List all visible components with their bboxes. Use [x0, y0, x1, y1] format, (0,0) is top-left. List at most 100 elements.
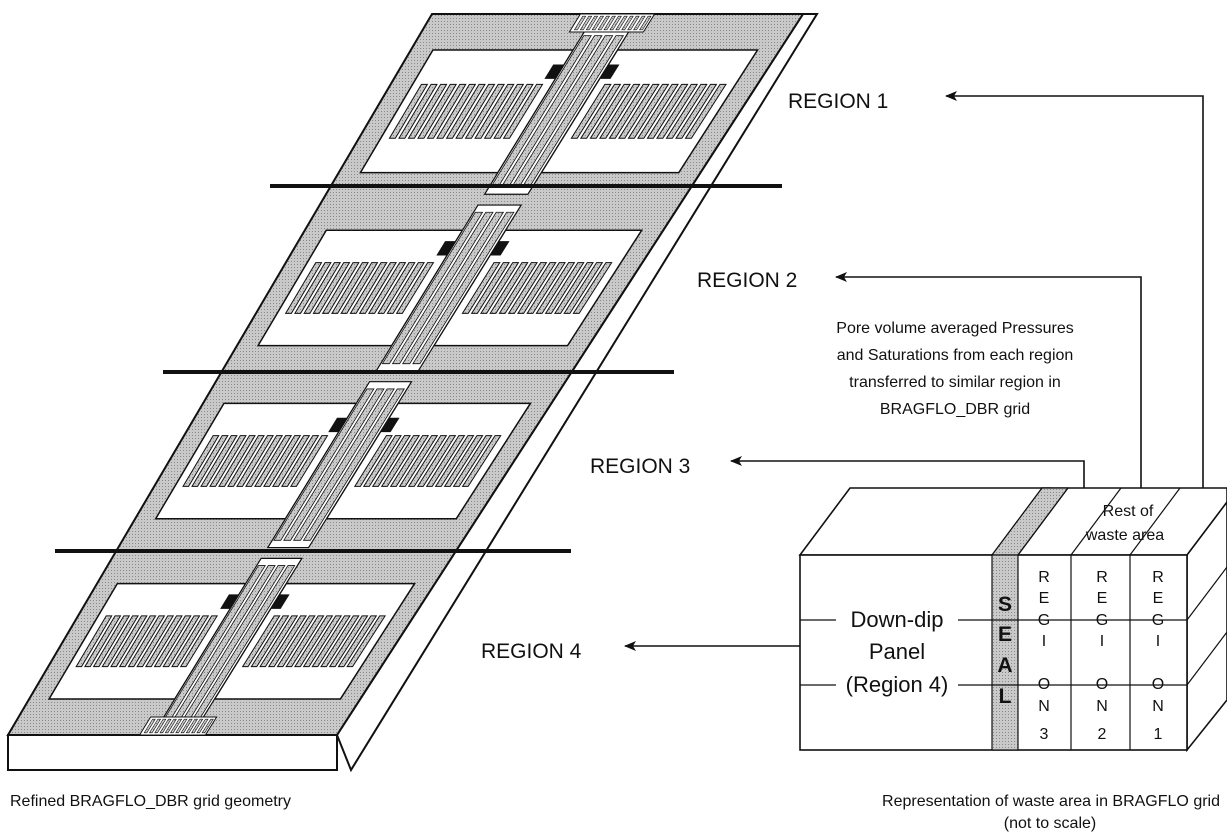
- waste-room: [445, 83, 486, 139]
- waste-room: [92, 615, 131, 668]
- waste-room: [127, 615, 166, 668]
- waste-panel: [539, 49, 759, 174]
- waste-room: [493, 83, 534, 139]
- col2-g: G: [1096, 612, 1108, 629]
- region-4-label: REGION 4: [481, 640, 582, 663]
- waste-room: [380, 435, 421, 487]
- waste-room: [434, 435, 475, 487]
- waste-room: [452, 435, 493, 487]
- waste-room: [209, 435, 247, 487]
- waste-room: [498, 262, 538, 314]
- waste-panel: [213, 582, 416, 700]
- waste-panel: [154, 402, 358, 520]
- waste-room: [675, 83, 718, 139]
- waste-room: [425, 435, 466, 487]
- waste-room: [182, 435, 220, 487]
- top-divider-2: [1070, 487, 1122, 556]
- waste-room: [259, 615, 299, 668]
- col1-e: E: [1153, 590, 1164, 607]
- waste-panel: [256, 229, 464, 347]
- seal-column: [991, 554, 1019, 751]
- waste-room: [398, 83, 438, 139]
- waste-room: [267, 615, 307, 668]
- transfer-arrows: [624, 91, 1204, 651]
- waste-room: [263, 435, 302, 487]
- waste-room: [75, 615, 113, 668]
- waste-room: [398, 435, 439, 487]
- waste-room: [646, 83, 689, 139]
- waste-room: [362, 435, 402, 487]
- waste-room: [250, 615, 290, 668]
- waste-room: [101, 615, 139, 668]
- waste-room: [331, 262, 370, 314]
- col3-o: O: [1038, 676, 1050, 693]
- panel-label: Panel: [869, 639, 925, 664]
- central-drifts: [138, 13, 656, 736]
- region-boundary-lines: [55, 184, 782, 553]
- arrow-region-3: [730, 456, 1085, 488]
- waste-room: [349, 262, 388, 314]
- waste-room: [285, 615, 325, 668]
- waste-room: [386, 262, 425, 314]
- waste-room: [544, 262, 585, 314]
- note-line-4: BRAGFLO_DBR grid: [880, 401, 1030, 418]
- waste-room: [407, 83, 448, 139]
- waste-room: [489, 262, 529, 314]
- waste-room: [389, 435, 430, 487]
- waste-room: [280, 435, 320, 487]
- waste-room: [200, 435, 238, 487]
- waste-room: [276, 615, 316, 668]
- waste-room: [179, 615, 219, 668]
- col1-o: O: [1152, 676, 1164, 693]
- side-layer-lower: [1186, 631, 1227, 686]
- waste-room: [358, 262, 397, 314]
- arrow-region-2: [835, 272, 1142, 488]
- waste-room: [321, 262, 360, 314]
- waste-room: [371, 435, 411, 487]
- transfer-note: Pore volume averaged Pressures and Satur…: [836, 320, 1073, 418]
- col2-o: O: [1096, 676, 1108, 693]
- waste-room: [416, 435, 457, 487]
- waste-room: [303, 262, 342, 314]
- waste-room: [377, 262, 416, 314]
- waste-room: [294, 262, 332, 314]
- waste-room: [153, 615, 192, 668]
- seal-letter-l: L: [999, 685, 1012, 708]
- side-layer-upper: [1186, 566, 1227, 621]
- panel-label-mask-1: [836, 603, 958, 637]
- note-line-1: Pore volume averaged Pressures: [836, 320, 1073, 337]
- waste-room: [110, 615, 148, 668]
- waste-room: [388, 83, 429, 139]
- waste-room: [464, 83, 506, 139]
- waste-room: [526, 262, 566, 314]
- right-caption-note: (not to scale): [1004, 815, 1096, 832]
- waste-room: [118, 615, 157, 668]
- waste-room: [589, 83, 631, 139]
- slab-front-face: [7, 734, 338, 771]
- waste-room: [136, 615, 175, 668]
- waste-room: [618, 83, 660, 139]
- waste-panel: [432, 229, 644, 347]
- waste-room: [535, 262, 576, 314]
- region-1-label: REGION 1: [788, 90, 888, 113]
- waste-room: [346, 615, 387, 668]
- waste-room: [553, 262, 594, 314]
- waste-room: [289, 435, 329, 487]
- col2-r: R: [1096, 569, 1108, 586]
- col1-g: G: [1152, 612, 1164, 629]
- waste-room: [461, 262, 501, 314]
- col1-r: R: [1152, 569, 1164, 586]
- waste-room: [637, 83, 679, 139]
- waste-room: [627, 83, 670, 139]
- waste-room: [367, 262, 407, 314]
- waste-room: [236, 435, 274, 487]
- waste-room: [480, 262, 520, 314]
- col3-g: G: [1038, 612, 1050, 629]
- waste-room: [461, 435, 502, 487]
- waste-room: [245, 435, 284, 487]
- waste-room: [191, 435, 229, 487]
- waste-room: [474, 83, 515, 139]
- waste-room: [502, 83, 544, 139]
- seal-letter-a: A: [997, 654, 1012, 677]
- region-4-panel-label: (Region 4): [846, 672, 949, 697]
